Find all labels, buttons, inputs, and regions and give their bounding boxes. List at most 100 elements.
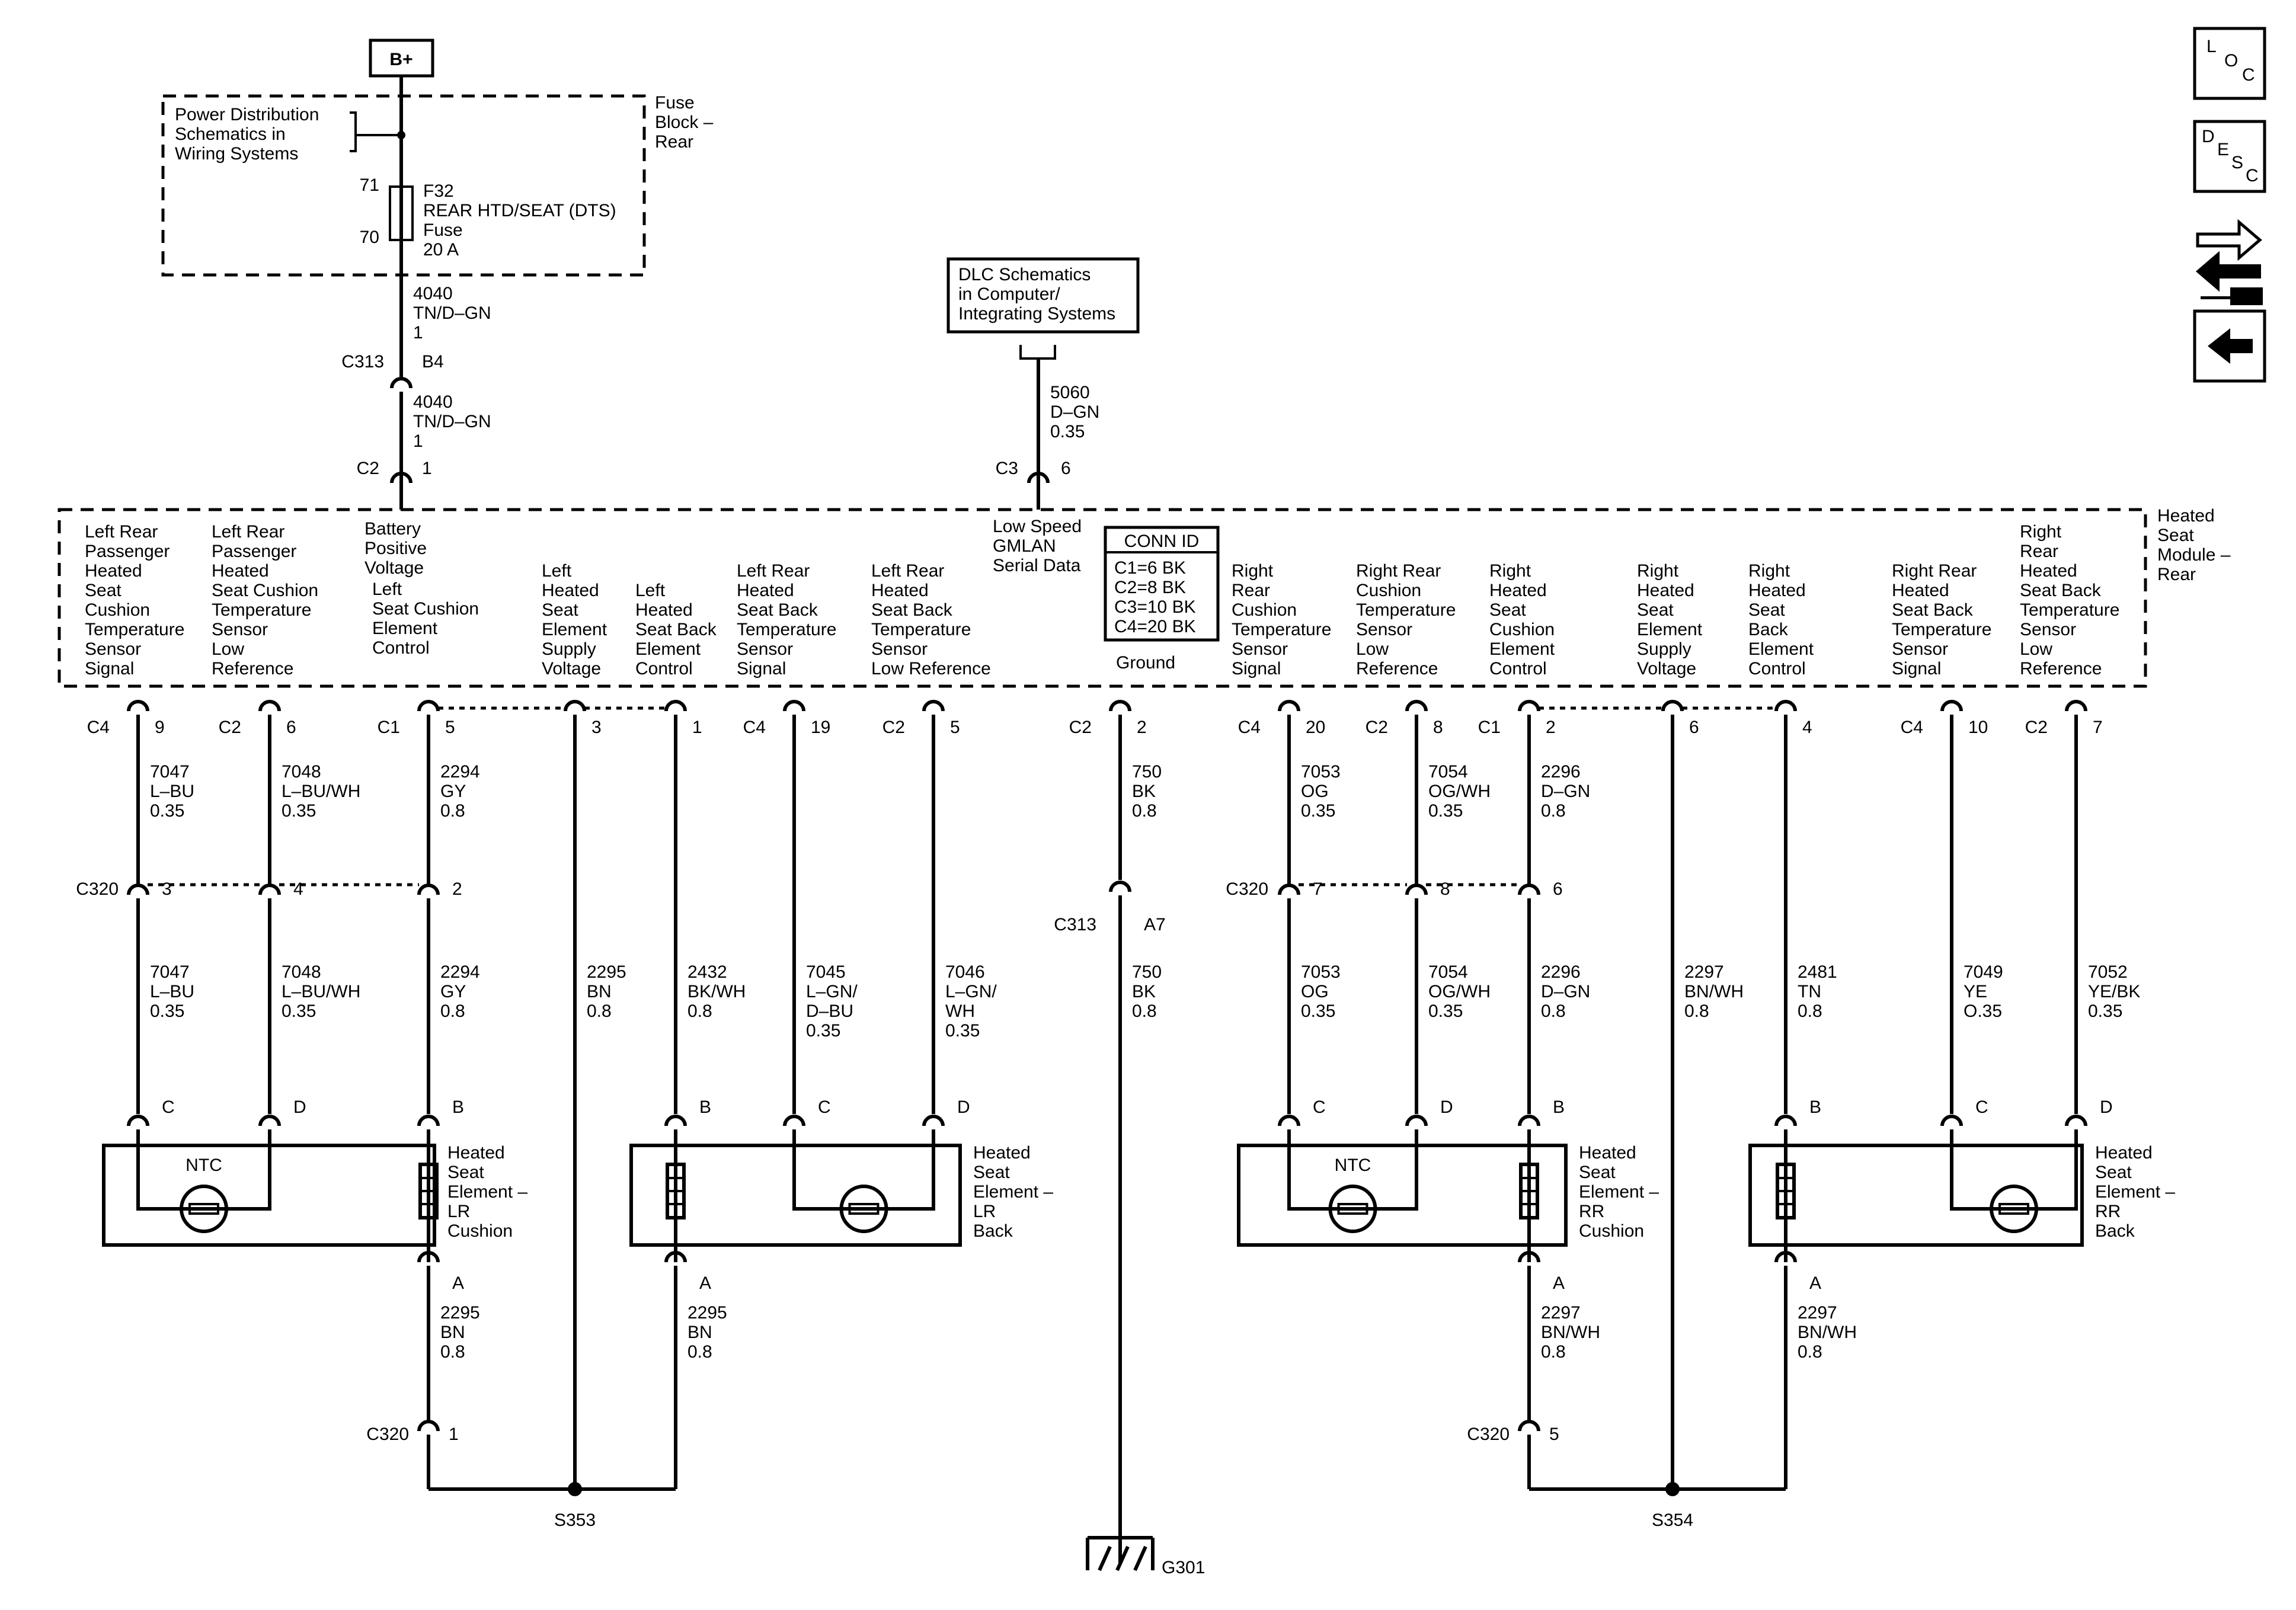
ground-symbol	[1086, 1536, 1155, 1570]
temperature-sensor-icon	[180, 1185, 228, 1233]
wire-label: 7052	[2088, 962, 2128, 982]
connector-pin-symbol	[417, 1251, 440, 1263]
connector-arrow-shape[interactable]	[2195, 251, 2261, 292]
wire-label: 2297	[1541, 1303, 1581, 1323]
module-function-label: Passenger	[85, 542, 170, 561]
element-pin-label: D	[957, 1097, 970, 1117]
connector-pin-symbol	[1278, 700, 1300, 712]
connector-pin-symbol	[258, 700, 281, 712]
module-function-label: Signal	[85, 659, 134, 678]
wire-label: GY	[440, 782, 466, 801]
module-function-label: Sensor	[1356, 620, 1412, 639]
description-button-frame[interactable]	[2193, 120, 2266, 193]
heated-seat-element-box	[1237, 1144, 1568, 1247]
desc-letter: E	[2217, 140, 2229, 159]
module-conn-label: C2	[1069, 718, 1092, 737]
module-function-label: Control	[635, 659, 693, 678]
module-function-label: Heated	[1892, 581, 1949, 600]
c320-pin-label: 1	[449, 1425, 459, 1444]
connector-pin-symbol	[1278, 1115, 1300, 1126]
ground-hatch	[1115, 1545, 1130, 1571]
element-pin-label: C	[1313, 1097, 1326, 1117]
module-pin-label: 20	[1306, 718, 1325, 737]
wire-label: 7054	[1428, 962, 1468, 982]
element-pin-label: C	[1975, 1097, 1988, 1117]
back-arrow-icon[interactable]	[2193, 309, 2266, 383]
connector-pin-symbol	[1774, 1115, 1797, 1126]
c320-pin-label: 3	[162, 879, 172, 899]
wire-label: 2297	[1684, 962, 1724, 982]
connector-pin-symbol	[922, 700, 945, 712]
wire-label: 7047	[150, 762, 190, 782]
back-arrow-shape[interactable]	[2208, 328, 2253, 364]
element-name-label: Element –	[2095, 1182, 2175, 1202]
module-function-label: Right	[1637, 561, 1679, 581]
module-function-label: Temperature	[85, 620, 184, 639]
wire-label: 2481	[1798, 962, 1837, 982]
connector-c313-pin: B4	[422, 352, 444, 372]
desc-letter: C	[2246, 166, 2259, 185]
wire-label: OG	[1301, 982, 1329, 1001]
wire-label: 7049	[1964, 962, 2003, 982]
element-name-label: Cushion	[1579, 1221, 1644, 1241]
element-pin-label: B	[699, 1097, 711, 1117]
connector-pin-symbol	[1405, 884, 1428, 895]
element-name-label: LR	[973, 1202, 996, 1221]
module-function-label: Cushion	[85, 600, 150, 620]
wire-label: 0.35	[150, 1001, 184, 1021]
wire-label: 0.35	[1428, 1001, 1463, 1021]
element-pin-label: A	[1809, 1273, 1821, 1293]
connector-c3-label: C3	[996, 459, 1018, 478]
module-function-label: Left Rear	[212, 522, 284, 542]
connector-arrow-shape[interactable]	[2196, 219, 2262, 261]
element-name-label: Seat	[447, 1163, 484, 1182]
wire-label: L–BU/WH	[282, 782, 360, 801]
wire-label: TN	[1798, 982, 1821, 1001]
module-function-label: Left Rear	[85, 522, 158, 542]
connector-pin-symbol	[1027, 472, 1050, 484]
conn-id-row: C1=6 BK	[1114, 558, 1186, 578]
wire-label: 0.8	[1541, 1001, 1566, 1021]
module-name-label: Module –	[2157, 545, 2231, 565]
conn-id-title: CONN ID	[1124, 532, 1200, 551]
module-function-label: Temperature	[1356, 600, 1456, 620]
thermistor-icon	[848, 1203, 880, 1215]
back-button-frame[interactable]	[2193, 309, 2266, 383]
loc-letter: L	[2207, 37, 2217, 56]
connector-pin-symbol	[127, 700, 149, 712]
connector-plug-shape[interactable]	[2201, 287, 2263, 305]
module-pin-label: 5	[445, 718, 455, 737]
connector-pin-symbol	[664, 1115, 687, 1126]
module-function-label: Right Rear	[1892, 561, 1977, 581]
module-function-label: Low	[2020, 639, 2052, 659]
element-pin-label: A	[452, 1273, 464, 1293]
connector-pin-symbol	[2065, 1115, 2087, 1126]
connector-pin-symbol	[664, 700, 687, 712]
wire-label: L–BU	[150, 982, 194, 1001]
element-name-label: Back	[2095, 1221, 2135, 1241]
c320-pin-label: 4	[293, 879, 303, 899]
battery-label: B+	[389, 50, 412, 69]
module-function-label: Heated	[871, 581, 929, 600]
wire-label: 0.35	[945, 1021, 980, 1041]
wire-label: BK	[1132, 982, 1156, 1001]
wire-label: BN/WH	[1798, 1323, 1857, 1342]
module-conn-label: C2	[1366, 718, 1388, 737]
connector-pin-symbol	[1405, 700, 1428, 712]
wire-label: L–BU	[150, 782, 194, 801]
ground-hatch	[1098, 1545, 1112, 1571]
location-button-frame[interactable]	[2193, 27, 2266, 100]
module-function-label: Heated	[1748, 581, 1806, 600]
sensor-loop-wire	[792, 1139, 935, 1211]
module-function-label: Voltage	[364, 558, 424, 578]
wire-label: 7053	[1301, 762, 1341, 782]
connector-pin-symbol	[664, 1251, 687, 1263]
connector-pin-symbol	[417, 700, 440, 712]
connector-view-icon[interactable]	[2195, 219, 2263, 305]
module-function-label: Left Rear	[871, 561, 944, 581]
module-pin-label: 6	[1689, 718, 1699, 737]
element-pin-label: D	[1440, 1097, 1453, 1117]
location-button[interactable]: LOC	[2193, 27, 2266, 100]
